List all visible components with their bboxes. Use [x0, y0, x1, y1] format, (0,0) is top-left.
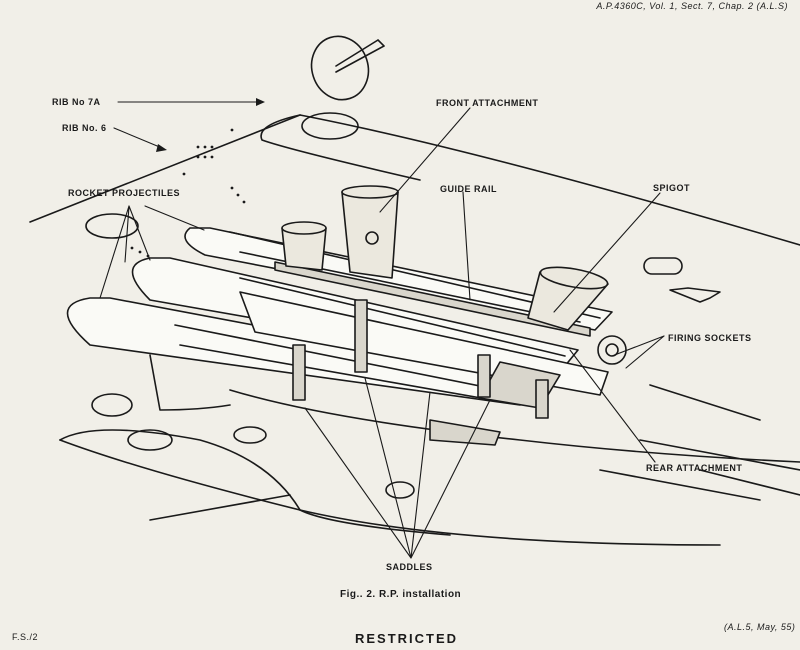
pylon-cylinder	[281, 221, 327, 271]
label-guide-rail: GUIDE RAIL	[440, 184, 498, 194]
inspection-panels	[85, 112, 721, 499]
wing-outline	[29, 114, 800, 546]
arrow-heads	[156, 98, 265, 152]
footer-page-ref: F.S./2	[12, 632, 39, 642]
label-saddles: SADDLES	[386, 562, 433, 572]
rear-attachment-pylon	[527, 266, 609, 331]
leader-lines	[99, 101, 665, 559]
saddles	[292, 299, 549, 419]
rib-7a-disc	[310, 35, 385, 101]
label-rear-attachment: REAR ATTACHMENT	[646, 463, 743, 473]
document-reference: A.P.4360C, Vol. 1, Sect. 7, Chap. 2 (A.L…	[596, 1, 788, 11]
figure-caption: Fig.. 2. R.P. installation	[340, 589, 462, 600]
guide-rail	[274, 261, 591, 337]
footer-classification: RESTRICTED	[355, 631, 459, 646]
front-attachment-pylon	[341, 185, 399, 279]
label-rib-6: RIB No. 6	[62, 123, 107, 133]
label-spigot: SPIGOT	[653, 183, 691, 193]
label-rib-7a: RIB No 7A	[52, 97, 101, 107]
footer-amendment: (A.L.5, May, 55)	[724, 622, 796, 632]
label-rocket-projectiles: ROCKET PROJECTILES	[68, 188, 181, 198]
label-firing-sockets: FIRING SOCKETS	[668, 333, 752, 343]
label-front-attachment: FRONT ATTACHMENT	[436, 98, 539, 108]
